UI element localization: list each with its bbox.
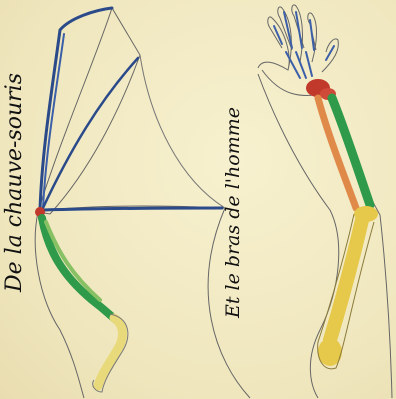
bat-wing xyxy=(35,8,250,398)
bat-wing-trailing-edge xyxy=(140,55,225,208)
caption-bat: De la chauve-souris xyxy=(2,73,27,292)
bat-wing-membrane-lower xyxy=(46,206,250,398)
human-finger-bones xyxy=(274,12,334,78)
bat-forearm xyxy=(42,218,116,320)
bat-wing-edge-left xyxy=(35,212,84,398)
human-hand-outline xyxy=(258,5,338,72)
caption-human: Et le bras de l'homme xyxy=(222,107,244,318)
bat-humerus xyxy=(98,318,122,386)
human-humerus xyxy=(330,220,362,340)
human-arm xyxy=(258,5,392,398)
bat-finger-bone-3 xyxy=(44,208,222,210)
